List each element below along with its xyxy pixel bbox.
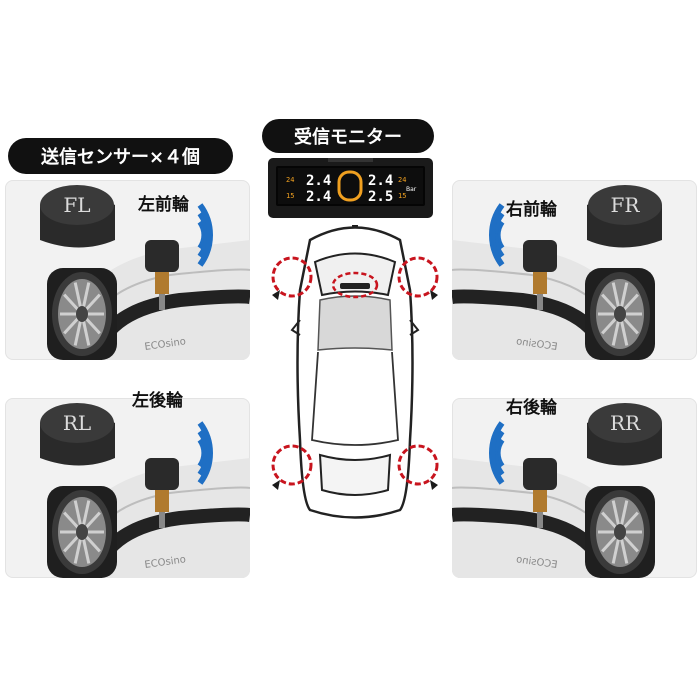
monitor-fr-temp: 24 — [398, 176, 406, 184]
monitor-unit: Bar — [406, 186, 417, 193]
monitor-rl-temp: 15 — [286, 192, 294, 200]
monitor-fl-pressure: 2.4 — [306, 173, 331, 189]
receiver-monitor: 2.4 2.4 2.4 2.5 24 15 24 15 Bar — [268, 158, 433, 218]
monitor-label: 受信モニター — [262, 119, 434, 153]
monitor-rr-temp: 15 — [398, 192, 406, 200]
wheel-label-rear-left: 左後輪 — [132, 391, 183, 411]
wheel-label-front-left: 左前輪 — [138, 195, 189, 215]
wheel-label-front-right: 右前輪 — [506, 200, 557, 220]
monitor-rr-pressure: 2.5 — [368, 189, 393, 205]
monitor-car-icon — [337, 170, 363, 202]
sensor-cap-text: FR — [611, 193, 641, 217]
monitor-fr-pressure: 2.4 — [368, 173, 393, 189]
car-top-view — [271, 225, 439, 519]
sensor-cap-text: RL — [63, 411, 91, 435]
wheel-label-rear-right: 右後輪 — [506, 398, 557, 418]
sensor-cap-text: FL — [63, 193, 90, 217]
sensor-count-label: 送信センサー×４個 — [8, 138, 233, 174]
monitor-fl-temp: 24 — [286, 176, 294, 184]
monitor-rl-pressure: 2.4 — [306, 189, 331, 205]
sensor-cap-text: RR — [610, 411, 641, 435]
